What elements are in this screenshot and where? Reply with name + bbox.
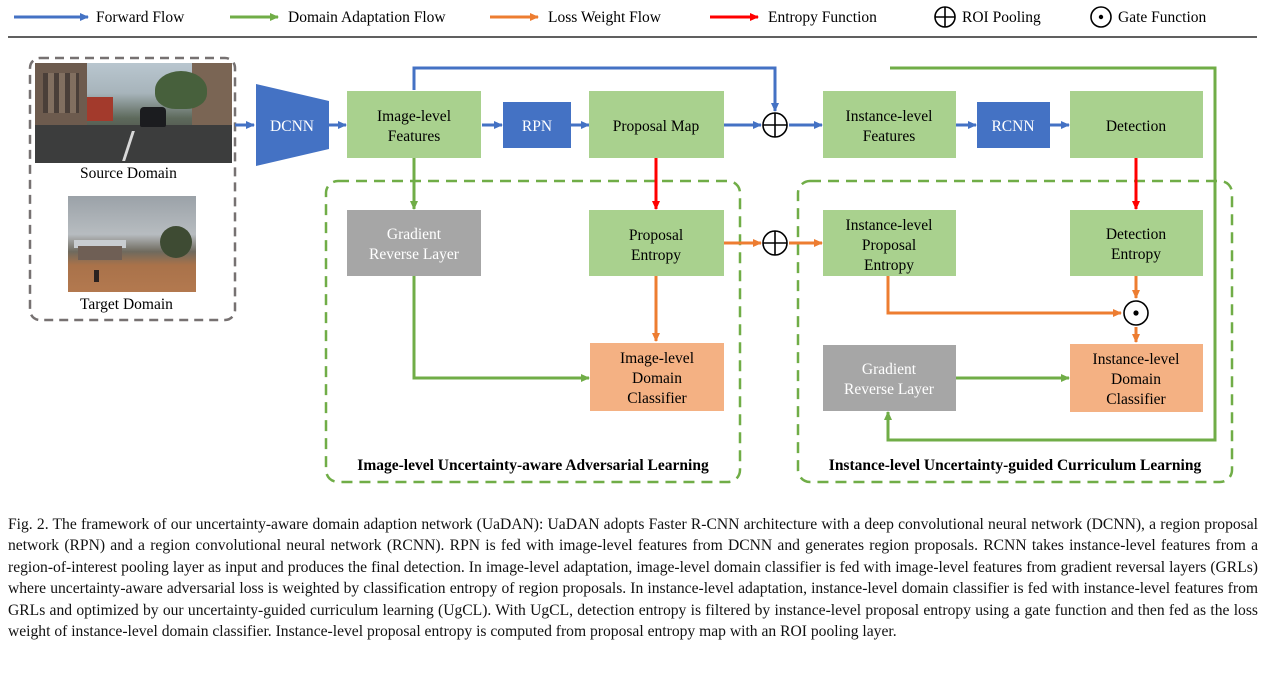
detection-node: Detection xyxy=(1070,91,1203,158)
target-domain-label: Target Domain xyxy=(80,296,173,313)
grl-right-line1: Gradient xyxy=(862,361,917,378)
instance-proposal-entropy-line3: Entropy xyxy=(864,257,914,274)
detection-label: Detection xyxy=(1106,118,1167,135)
roi-pooling-icon xyxy=(762,230,788,256)
image-level-section-title: Image-level Uncertainty-aware Adversaria… xyxy=(357,457,709,474)
roi-pooling-node-top xyxy=(762,112,788,138)
legend-forward-flow: Forward Flow xyxy=(14,9,185,26)
image-level-domain-classifier-node: Image-level Domain Classifier xyxy=(590,343,724,411)
gradient-reverse-layer-left-node: Gradient Reverse Layer xyxy=(347,210,481,276)
instance-domain-classifier-line1: Instance-level xyxy=(1093,351,1180,368)
legend-domain-adaptation-flow: Domain Adaptation Flow xyxy=(230,9,446,26)
detection-entropy-line1: Detection xyxy=(1106,226,1167,243)
instance-domain-classifier-line2: Domain xyxy=(1111,371,1161,388)
legend-forward-label: Forward Flow xyxy=(96,9,185,26)
legend-entropy-label: Entropy Function xyxy=(768,9,877,26)
rcnn-label: RCNN xyxy=(991,118,1034,135)
target-domain-image xyxy=(68,196,196,292)
domain-adaptation-arrows xyxy=(410,66,1217,442)
instance-proposal-entropy-line2: Proposal xyxy=(862,237,916,254)
gate-function-icon xyxy=(1090,6,1112,28)
legend-entropy-function: Entropy Function xyxy=(710,9,877,26)
legend-gate-function: Gate Function xyxy=(1090,6,1206,28)
dcnn-label: DCNN xyxy=(270,118,314,135)
roi-pooling-icon xyxy=(762,112,788,138)
input-domains-container xyxy=(28,56,237,322)
image-domain-classifier-line1: Image-level xyxy=(620,350,694,367)
legend-loss-weight-flow: Loss Weight Flow xyxy=(490,9,662,26)
instance-level-features-line1: Instance-level xyxy=(846,108,933,125)
instance-level-section-title: Instance-level Uncertainty-guided Curric… xyxy=(829,457,1202,474)
instance-level-features-node: Instance-level Features xyxy=(823,91,956,158)
image-level-section xyxy=(324,179,742,484)
legend-loss-weight-label: Loss Weight Flow xyxy=(548,9,662,26)
proposal-entropy-node: Proposal Entropy xyxy=(589,210,724,276)
grl-left-line2: Reverse Layer xyxy=(369,246,460,263)
instance-level-domain-classifier-node: Instance-level Domain Classifier xyxy=(1070,344,1203,412)
gate-function-icon xyxy=(1123,300,1149,326)
gate-function-node xyxy=(1123,300,1149,326)
rpn-label: RPN xyxy=(522,118,552,135)
image-domain-classifier-line3: Classifier xyxy=(627,390,687,407)
rpn-node: RPN xyxy=(503,102,571,148)
image-domain-classifier-line2: Domain xyxy=(632,370,682,387)
image-level-features-node: Image-level Features xyxy=(347,91,481,158)
source-domain-label: Source Domain xyxy=(80,165,177,182)
source-domain-image xyxy=(35,63,232,163)
grl-right-line2: Reverse Layer xyxy=(844,381,935,398)
image-level-features-line1: Image-level xyxy=(377,108,451,125)
instance-level-features-line2: Features xyxy=(863,128,916,145)
instance-level-section xyxy=(796,179,1234,484)
instance-proposal-entropy-line1: Instance-level xyxy=(846,217,933,234)
detection-entropy-line2: Entropy xyxy=(1111,246,1161,263)
legend: Forward Flow Domain Adaptation Flow Loss… xyxy=(14,6,1206,28)
forward-flow-arrows xyxy=(235,66,1070,129)
roi-pooling-icon xyxy=(934,6,956,28)
proposal-entropy-line2: Entropy xyxy=(631,247,681,264)
instance-domain-classifier-line3: Classifier xyxy=(1106,391,1166,408)
gradient-reverse-layer-right-node: Gradient Reverse Layer xyxy=(823,345,956,411)
figure-caption: Fig. 2. The framework of our uncertainty… xyxy=(8,516,1258,641)
proposal-map-node: Proposal Map xyxy=(589,91,724,158)
image-level-features-line2: Features xyxy=(388,128,441,145)
legend-roi-label: ROI Pooling xyxy=(962,9,1041,26)
dcnn-node: DCNN xyxy=(256,84,329,166)
loss-weight-arrows xyxy=(652,239,1140,343)
detection-entropy-node: Detection Entropy xyxy=(1070,210,1203,276)
rcnn-node: RCNN xyxy=(977,102,1050,148)
instance-level-proposal-entropy-node: Instance-level Proposal Entropy xyxy=(823,210,956,276)
proposal-map-label: Proposal Map xyxy=(613,118,700,135)
entropy-arrows xyxy=(652,158,1140,210)
roi-pooling-node-middle xyxy=(762,230,788,256)
framework-diagram: Forward Flow Domain Adaptation Flow Loss… xyxy=(8,6,1257,484)
legend-gate-label: Gate Function xyxy=(1118,9,1206,26)
legend-roi-pooling: ROI Pooling xyxy=(934,6,1041,28)
proposal-entropy-line1: Proposal xyxy=(629,227,683,244)
grl-left-line1: Gradient xyxy=(387,226,442,243)
legend-domain-adaptation-label: Domain Adaptation Flow xyxy=(288,9,446,26)
